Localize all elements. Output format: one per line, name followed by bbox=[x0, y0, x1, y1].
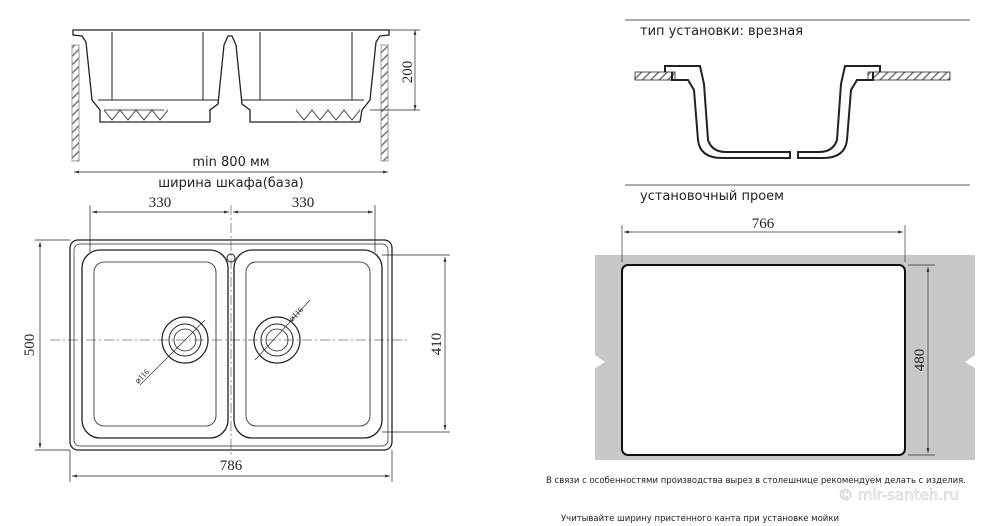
cabinet-width-label: ширина шкафа(база) bbox=[158, 176, 303, 191]
sink-profile bbox=[72, 29, 390, 123]
cutout-diagram bbox=[595, 225, 975, 460]
sink-outline bbox=[69, 239, 393, 451]
bowl-left-width: 330 bbox=[149, 195, 172, 211]
cutout-opening bbox=[621, 264, 906, 456]
bowl-depth: 410 bbox=[429, 333, 445, 356]
cabinet-wall-right bbox=[380, 44, 389, 162]
cutout-note: В связи с особенностями производства выр… bbox=[546, 476, 966, 486]
side-view bbox=[71, 29, 420, 174]
cabinet-wall-left bbox=[71, 44, 80, 162]
installation-type-label: тип установки: врезная bbox=[640, 24, 803, 39]
top-view bbox=[35, 205, 450, 482]
min-width-label: min 800 мм bbox=[192, 155, 269, 170]
overall-width: 786 bbox=[220, 458, 243, 474]
watermark: © mir-santeh.ru bbox=[838, 486, 959, 504]
countertop-left bbox=[634, 71, 676, 81]
bowl-right-width: 330 bbox=[292, 195, 315, 211]
installation-diagram bbox=[625, 19, 970, 186]
sink-profile-right bbox=[797, 65, 881, 159]
height-dimension: 200 bbox=[400, 61, 416, 84]
cutout-depth: 480 bbox=[912, 349, 928, 372]
overall-depth: 500 bbox=[22, 334, 38, 357]
cutout-width: 766 bbox=[752, 216, 775, 232]
rim-note: Учитывайте ширину пристенного канта при … bbox=[561, 514, 839, 524]
countertop-right bbox=[867, 71, 951, 81]
cutout-label: установочный проем bbox=[640, 189, 784, 204]
sink-profile-left bbox=[664, 65, 791, 159]
drain-left-diameter: ⌀116 bbox=[133, 367, 151, 385]
